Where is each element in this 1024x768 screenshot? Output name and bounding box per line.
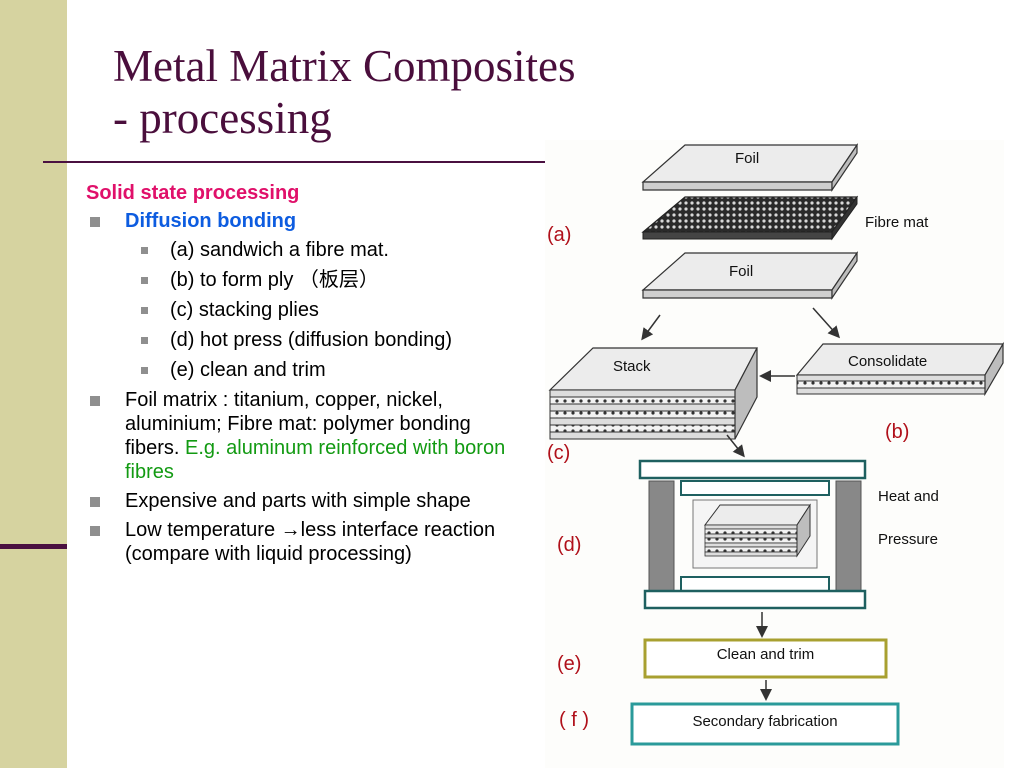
- slide-title: Metal Matrix Composites - processing: [113, 40, 575, 144]
- section-heading: Solid state processing: [86, 182, 300, 204]
- arrow-to-stack: [641, 314, 661, 341]
- bullet-expensive: Expensive and parts with simple shape: [86, 489, 516, 513]
- consolidate-label: Consolidate: [848, 353, 928, 370]
- bullet-foil-matrix: Foil matrix : titanium, copper, nickel, …: [86, 388, 516, 484]
- sub-bullet-a: (a) sandwich a fibre mat.: [86, 238, 516, 262]
- stage-label-e: (e): [557, 653, 582, 675]
- diagram-graphics: [548, 143, 1004, 746]
- stack-block: [548, 347, 758, 440]
- left-decor-band: [0, 0, 67, 768]
- secondary-fabrication-box: [630, 702, 900, 746]
- foil-top-layer: [641, 143, 859, 192]
- fibre-mat-label: Fibre mat: [865, 214, 929, 231]
- foil-bottom-layer: [641, 251, 859, 300]
- consolidate-block: [795, 341, 1004, 397]
- stage-label-b: (b): [885, 421, 910, 443]
- stack-label: Stack: [613, 358, 651, 375]
- bullet-low-temperature: Low temperature →less interface reaction…: [86, 518, 516, 566]
- pressure-label: Pressure: [878, 531, 939, 548]
- clean-and-trim-box: [643, 638, 888, 679]
- title-line-2: - processing: [113, 93, 332, 143]
- stage-label-a: (a): [547, 224, 572, 246]
- stage-label-c: (c): [547, 442, 571, 464]
- title-rule: [43, 161, 545, 163]
- slide-body: Solid state processing Diffusion bonding…: [86, 180, 516, 571]
- foil-matrix-example: E.g. aluminum reinforced with boron fibr…: [125, 437, 506, 483]
- sub-bullet-d: (d) hot press (diffusion bonding): [86, 328, 516, 352]
- diffusion-bonding-diagram: Foil Fibre mat Foil (a) Stack Consolidat…: [545, 140, 1004, 768]
- foil-matrix-text: Foil matrix : titanium, copper, nickel, …: [125, 389, 471, 459]
- bullet-diffusion-bonding: Diffusion bonding: [86, 209, 516, 233]
- foil-bottom-label: Foil: [729, 263, 754, 280]
- sub-bullet-c: (c) stacking plies: [86, 298, 516, 322]
- secondary-fabrication-label: Secondary fabrication: [692, 713, 838, 730]
- title-line-1: Metal Matrix Composites: [113, 41, 576, 91]
- arrow-to-consolidate: [812, 307, 840, 339]
- band-accent: [0, 544, 67, 549]
- fibre-mat-layer: [641, 195, 859, 241]
- stage-label-f: ( f ): [559, 709, 589, 731]
- foil-top-label: Foil: [735, 150, 760, 167]
- hot-press: [638, 459, 867, 610]
- stage-label-d: (d): [557, 534, 582, 556]
- heat-and-label: Heat and: [878, 488, 939, 505]
- sub-bullet-b: (b) to form ply （板层）: [86, 268, 516, 292]
- clean-and-trim-label: Clean and trim: [716, 646, 815, 663]
- sub-bullet-e: (e) clean and trim: [86, 358, 516, 382]
- arrow-to-press: [726, 434, 745, 458]
